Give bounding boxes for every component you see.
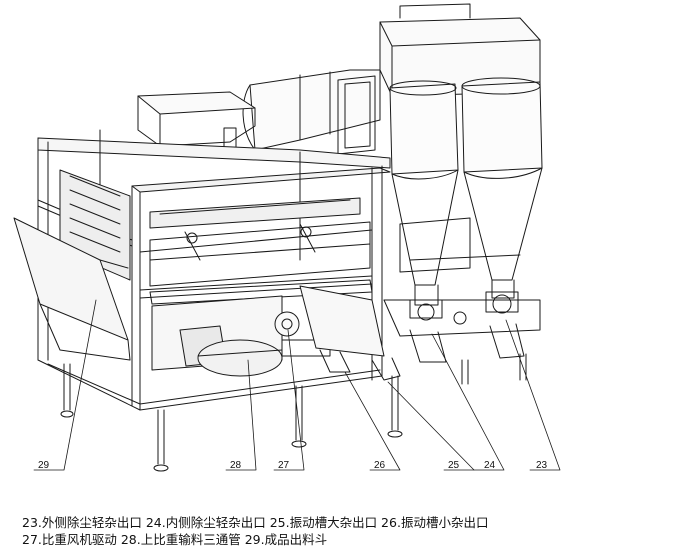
callout-26: 26 [374, 460, 386, 471]
machine-drawing: 29 28 27 26 25 24 23 [13, 3, 561, 472]
top-duct [242, 3, 541, 155]
callout-29: 29 [38, 460, 50, 471]
support-legs [60, 353, 527, 472]
vibrating-trough [299, 217, 541, 381]
callout-23: 23 [536, 460, 548, 471]
callout-25: 25 [448, 460, 460, 471]
discharge-hopper [13, 217, 131, 361]
callout-28: 28 [230, 460, 242, 471]
leader-lines [33, 299, 561, 471]
cyclone-outer [389, 80, 459, 321]
callout-27: 27 [278, 460, 290, 471]
drive-assembly [151, 295, 331, 377]
cyclone-inner [461, 77, 543, 314]
caption-line-2: 27.比重风机驱动 28.上比重输料三通管 29.成品出料斗 [22, 532, 328, 547]
caption-line-1: 23.外侧除尘轻杂出口 24.内侧除尘轻杂出口 25.振动槽大杂出口 26.振动… [22, 515, 489, 530]
feed-hopper [137, 91, 256, 149]
callout-24: 24 [484, 460, 496, 471]
